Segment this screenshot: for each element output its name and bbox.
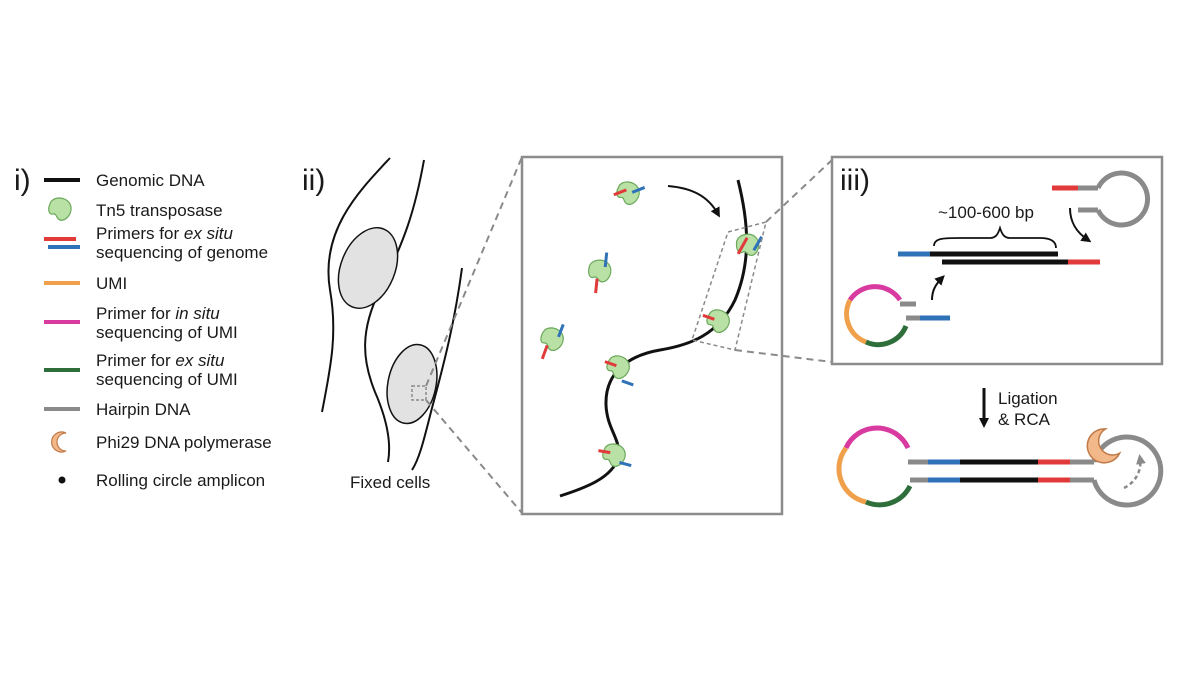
legend-primers-genome-line1: Primers for ex situ [96,224,234,243]
ligation-panel: iii) ~100-600 bp [830,155,1164,366]
zoom-line-top [425,156,523,387]
legend-tn5: Tn5 transposase [96,201,223,220]
nucleus-2 [386,343,438,425]
cell-membrane-1 [321,157,391,413]
legend-panel: i) Genomic DNA Tn5 transposase Primers f… [14,164,272,490]
phi29-polymerase-icon [51,431,67,453]
panel-label-ii: ii) [302,164,325,197]
zoom-box-panel [520,155,833,516]
legend-hairpin: Hairpin DNA [96,400,191,419]
rolling-circle-amplicon-icon [58,476,66,484]
nucleus-1 [337,227,399,309]
legend-phi29: Phi29 DNA polymerase [96,433,272,452]
tn5-transposase-icon [613,180,646,206]
zoom-line-bottom [425,399,523,514]
panel-label-iii: iii) [840,164,870,197]
zoom-line-iii-top [765,159,833,223]
legend-primer-exsitu-line2: sequencing of UMI [96,370,238,389]
genomic-dna-strand [559,179,749,498]
panel-iii-frame [830,155,1164,366]
zoom-line-iii-bottom [734,349,833,363]
tn5-transposase-icon [538,323,566,360]
tn5-transposase-icon [604,353,634,387]
binding-arrow [667,185,720,218]
legend-rca: Rolling circle amplicon [96,471,265,490]
legend-primer-insitu-line1: Primer for in situ [96,304,220,323]
fixed-cells-label: Fixed cells [350,473,430,492]
legend-primers-genome-line2: sequencing of genome [96,243,268,262]
dna-fragment [898,251,1100,265]
hairpin-ligation-arrow [1069,207,1092,243]
ligation-step: Ligation & RCA [979,388,1058,429]
tn5-transposase-icon [48,197,72,221]
phi29-polymerase-icon [1086,428,1122,464]
fragment-size-label: ~100-600 bp [938,203,1034,222]
cell-membrane-3 [411,267,463,471]
legend-primer-insitu-line2: sequencing of UMI [96,323,238,342]
tn5-transposase-icon [598,442,632,468]
ligation-label-line2: & RCA [998,410,1051,429]
adapter-ligation-arrow [931,275,945,301]
cell-membrane-2 [364,159,425,463]
zoom-region-marker [411,385,427,401]
legend-umi: UMI [96,274,127,293]
zoom-box-frame [520,155,784,516]
legend-genomic-dna: Genomic DNA [96,171,205,190]
tn5-transposase-icon [702,307,732,335]
tn5-transposase-icon [586,252,614,294]
ligation-label-line1: Ligation [998,389,1058,408]
fragment-brace [933,225,1057,249]
rca-direction-arrow [1123,454,1146,490]
circularized-product [836,425,1164,508]
umi-circle-adapter [844,284,950,348]
tn5-transposase-icon [732,230,763,261]
cells-panel: ii) Fixed cells [302,156,523,514]
panel-label-i: i) [14,164,31,197]
hairpin-dna [1052,170,1151,228]
legend-primer-exsitu-line1: Primer for ex situ [96,351,225,370]
